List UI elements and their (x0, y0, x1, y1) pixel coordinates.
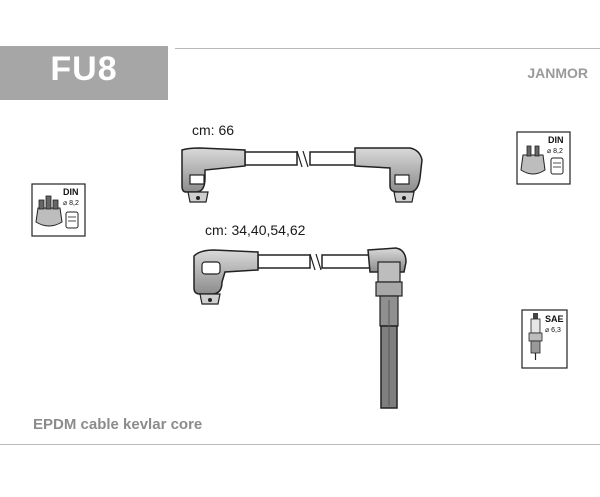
cable-length-label-2: cm: 34,40,54,62 (205, 222, 306, 238)
cable-1-right-boot (309, 147, 423, 203)
terminal-icon (65, 211, 79, 229)
cable-2-plug-boot (321, 247, 407, 409)
cable-1 (181, 147, 423, 203)
right-din-standard: DIN (548, 135, 564, 145)
part-code: FU8 (50, 50, 118, 88)
cable-2 (193, 247, 407, 409)
right-din-badge: DIN ⌀ 8,2 (516, 131, 571, 185)
brand-name: JANMOR (527, 65, 588, 81)
left-din-diameter: ⌀ 8,2 (63, 200, 79, 207)
cable-2-left-boot (193, 249, 311, 305)
part-code-panel (0, 46, 168, 100)
distributor-cap-icon (35, 195, 63, 227)
right-sae-badge: SAE ⌀ 6,3 (521, 309, 568, 369)
spark-plug-icon (528, 313, 543, 360)
right-sae-standard: SAE (545, 314, 564, 324)
distributor-cap-icon (520, 145, 546, 175)
footer-divider (0, 444, 600, 445)
cable-1-left-boot (181, 147, 298, 203)
header-divider (175, 48, 600, 49)
cable-description: EPDM cable kevlar core (33, 416, 203, 433)
terminal-icon (550, 157, 564, 175)
right-din-diameter: ⌀ 8,2 (547, 148, 563, 155)
left-din-badge: DIN ⌀ 8,2 (31, 183, 86, 237)
cable-length-label-1: cm: 66 (192, 122, 235, 138)
right-sae-diameter: ⌀ 6,3 (545, 327, 561, 334)
left-din-standard: DIN (63, 187, 79, 197)
